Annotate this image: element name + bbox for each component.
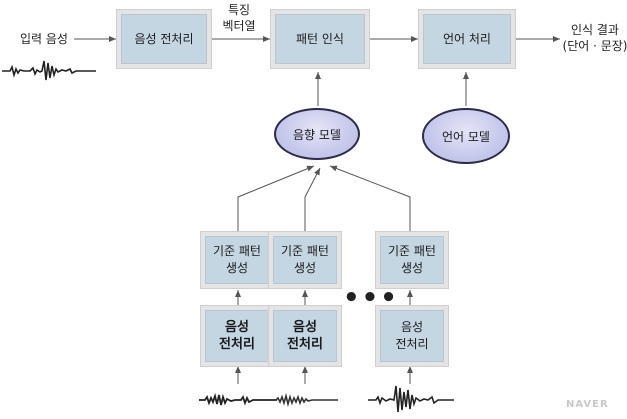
- waveform-3-icon: [368, 385, 454, 413]
- reference-pattern-box-3: 기준 패턴 생성: [380, 236, 444, 284]
- naver-watermark: NAVER: [566, 399, 609, 410]
- input-waveform-icon: [2, 60, 96, 81]
- preprocess-box-2: 음성 전처리: [273, 310, 337, 362]
- waveform-1-icon: [199, 392, 277, 406]
- input-speech-label: 입력 음성: [20, 32, 68, 46]
- reference-pattern-box-1: 기준 패턴 생성: [205, 236, 269, 284]
- preprocess-box-1: 음성 전처리: [205, 310, 269, 362]
- preprocess-top-box: 음성 전처리: [121, 14, 207, 64]
- reference-pattern-box-2: 기준 패턴 생성: [273, 236, 337, 284]
- preprocess-box-3: 음성 전처리: [380, 310, 444, 362]
- recognition-result-label: 인식 결과 (단어 · 문장): [562, 23, 627, 53]
- language-model-ellipse: 언어 모델: [422, 108, 510, 164]
- ellipsis-dots: •••: [343, 283, 399, 313]
- language-processing-box: 언어 처리: [423, 14, 511, 64]
- feature-vector-label: 특징 벡터열: [222, 3, 256, 33]
- acoustic-model-ellipse: 음향 모델: [274, 108, 360, 160]
- waveform-2-icon: [270, 392, 338, 408]
- pattern-recognition-box: 패턴 인식: [275, 14, 365, 64]
